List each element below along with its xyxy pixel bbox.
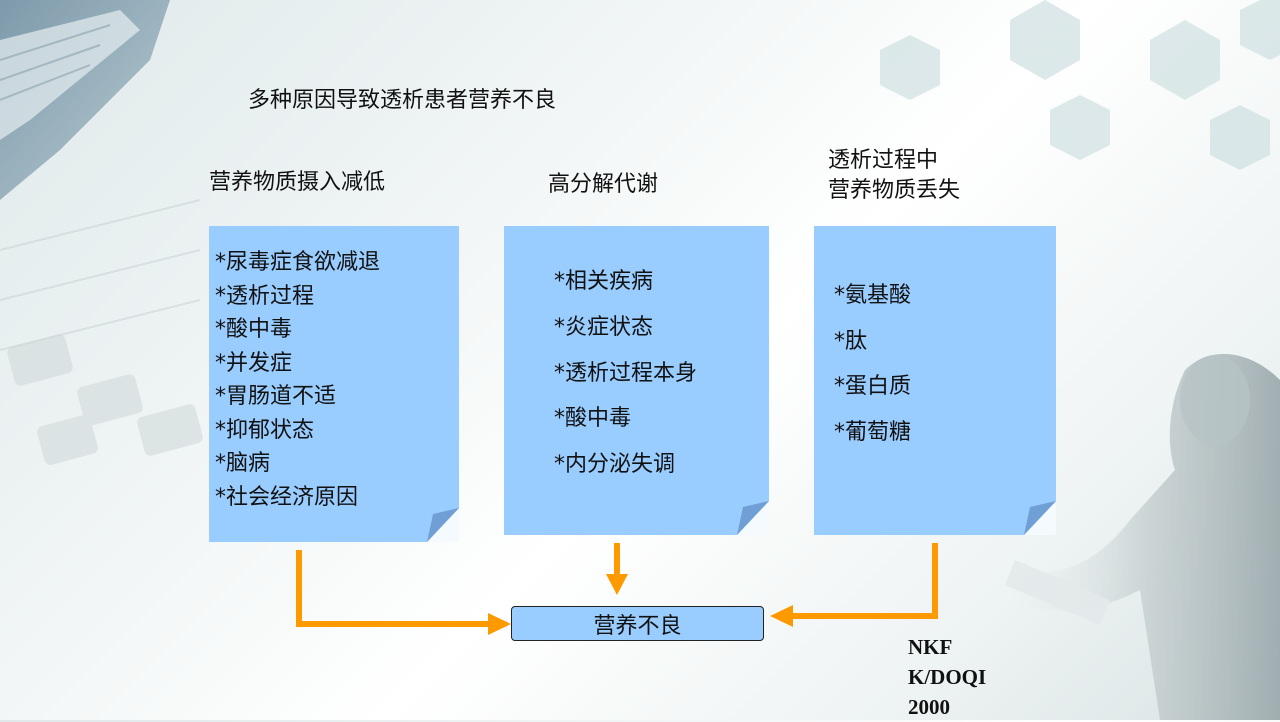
list-item: *酸中毒 xyxy=(215,317,293,342)
heading-line: 营养物质丢失 xyxy=(828,178,961,203)
column-heading-intake: 营养物质摄入减低 xyxy=(209,168,385,198)
note-card-catabolism: *相关疾病 *炎症状态 *透析过程本身 *酸中毒 *内分泌失调 xyxy=(504,226,769,535)
reference-line: NKF xyxy=(908,635,953,659)
reference-line: 2000 xyxy=(908,695,950,719)
reference-note: NKF K/DOQI 2000 xyxy=(908,632,986,722)
list-item: *炎症状态 xyxy=(554,314,654,340)
page-fold-icon xyxy=(1024,501,1056,535)
list-item: *肽 xyxy=(834,328,868,354)
heading-line: 透析过程中 xyxy=(828,148,939,173)
list-item: *透析过程 xyxy=(215,283,315,309)
page-fold-icon xyxy=(737,501,769,535)
list-item: *相关疾病 xyxy=(554,269,654,294)
heading-line: 营养物质摄入减低 xyxy=(209,170,386,195)
list-item: *蛋白质 xyxy=(834,374,912,400)
slide-title: 多种原因导致透析患者营养不良 xyxy=(248,88,557,113)
list-item: *氨基酸 xyxy=(834,283,912,308)
page-fold-icon xyxy=(427,508,459,542)
list-item: *社会经济原因 xyxy=(215,484,359,510)
result-box: 营养不良 xyxy=(511,606,764,641)
column-heading-catabolism: 高分解代谢 xyxy=(548,170,658,200)
note-card-loss: *氨基酸 *肽 *蛋白质 *葡萄糖 xyxy=(814,226,1056,535)
list-item: *胃肠道不适 xyxy=(215,384,337,409)
list-item: *脑病 xyxy=(215,451,271,476)
reference-line: K/DOQI xyxy=(908,665,987,689)
list-item: *内分泌失调 xyxy=(554,452,676,478)
list-item: *并发症 xyxy=(215,350,293,376)
list-item: *透析过程本身 xyxy=(554,360,698,386)
list-item: *抑郁状态 xyxy=(215,417,315,443)
list-item: *尿毒症食欲减退 xyxy=(215,250,381,275)
heading-line: 高分解代谢 xyxy=(548,172,659,197)
list-item: *酸中毒 xyxy=(554,406,632,432)
list-item: *葡萄糖 xyxy=(834,420,912,446)
note-card-intake: *尿毒症食欲减退 *透析过程 *酸中毒 *并发症 *胃肠道不适 *抑郁状态 *脑… xyxy=(209,226,459,542)
column-heading-loss: 透析过程中 营养物质丢失 xyxy=(828,146,960,206)
